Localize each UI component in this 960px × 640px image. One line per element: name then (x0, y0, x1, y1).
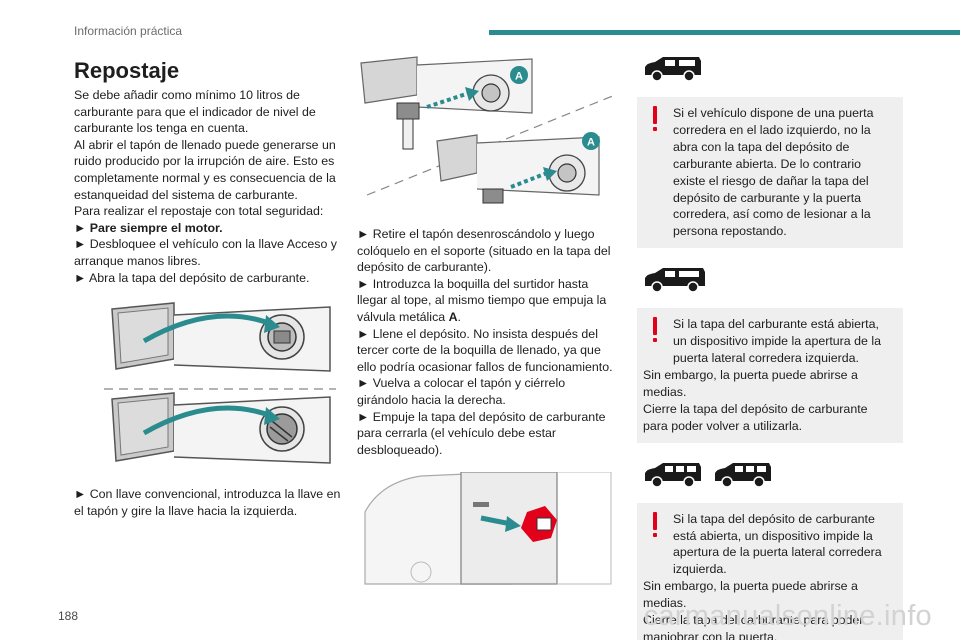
header-accent-bar (489, 30, 960, 35)
warning-text: Cierre la tapa del depósito de carburant… (643, 401, 868, 433)
warning-text: Si la tapa del carburante está abierta, … (673, 317, 882, 366)
page-number: 188 (58, 609, 79, 623)
sliding-door-illustration (364, 472, 612, 585)
warning-text: Sin embargo, la puerta puede abrirse a m… (643, 579, 858, 611)
warning-icon (651, 317, 659, 343)
step-remove-cap: ► Retire el tapón desenroscándolo y lueg… (357, 227, 611, 275)
warning-icon (651, 106, 659, 132)
warning-text: Si la tapa del depósito de carburante es… (673, 511, 882, 577)
fuel-cap-removal-illustration: A A (360, 56, 616, 204)
callout-a-top: A (515, 71, 523, 83)
warning-icon (651, 511, 659, 538)
step-close-flap: ► Empuje la tapa del depósito de carbura… (357, 409, 606, 457)
van-icon (645, 268, 705, 293)
step-unlock: ► Desbloquee el vehículo con la llave Ac… (74, 237, 337, 268)
step-key-turn: ► Con llave convencional, introduzca la … (74, 487, 341, 518)
warning-text: Cierre la tapa del carburante para poder… (643, 613, 864, 640)
watermark: carmanualsonline.info (643, 600, 932, 632)
step-insert-nozzle: ► Introduzca la boquilla del surtidor ha… (357, 276, 607, 324)
warning-box: Si la tapa del depósito de carburante es… (637, 502, 903, 640)
column-right: Si el vehículo dispone de una puerta cor… (637, 55, 903, 640)
step-open-flap: ► Abra la tapa del depósito de carburant… (74, 270, 310, 285)
column-left: Repostaje Se debe añadir como mínimo 10 … (74, 58, 342, 519)
page-title: Repostaje (74, 58, 180, 83)
step-replace-cap: ► Vuelva a colocar el tapón y ciérrelo g… (357, 376, 566, 407)
warning-text: Sin embargo, la puerta puede abrirse a m… (643, 367, 858, 399)
paragraph: Para realizar el repostaje con total seg… (74, 204, 324, 219)
step-stop-engine: ► Pare siempre el motor. (74, 220, 223, 235)
van-icon (645, 462, 701, 488)
warning-box: Si la tapa del carburante está abierta, … (637, 308, 903, 443)
warning-box: Si el vehículo dispone de una puerta cor… (637, 97, 903, 249)
fuel-flap-illustration (104, 302, 336, 464)
column-middle: A A ► Retire el tapón desenroscándolo y … (357, 55, 619, 587)
section-header: Información práctica (74, 24, 183, 38)
warning-text: Si el vehículo dispone de una puerta cor… (673, 106, 874, 239)
step-fill-tank: ► Llene el depósito. No insista después … (357, 326, 613, 374)
van-icon (645, 57, 701, 82)
callout-a-bottom: A (587, 137, 595, 149)
paragraph: Al abrir el tapón de llenado puede gener… (74, 137, 336, 202)
van-icon (715, 462, 771, 488)
paragraph: Se debe añadir como mínimo 10 litros de … (74, 88, 316, 136)
